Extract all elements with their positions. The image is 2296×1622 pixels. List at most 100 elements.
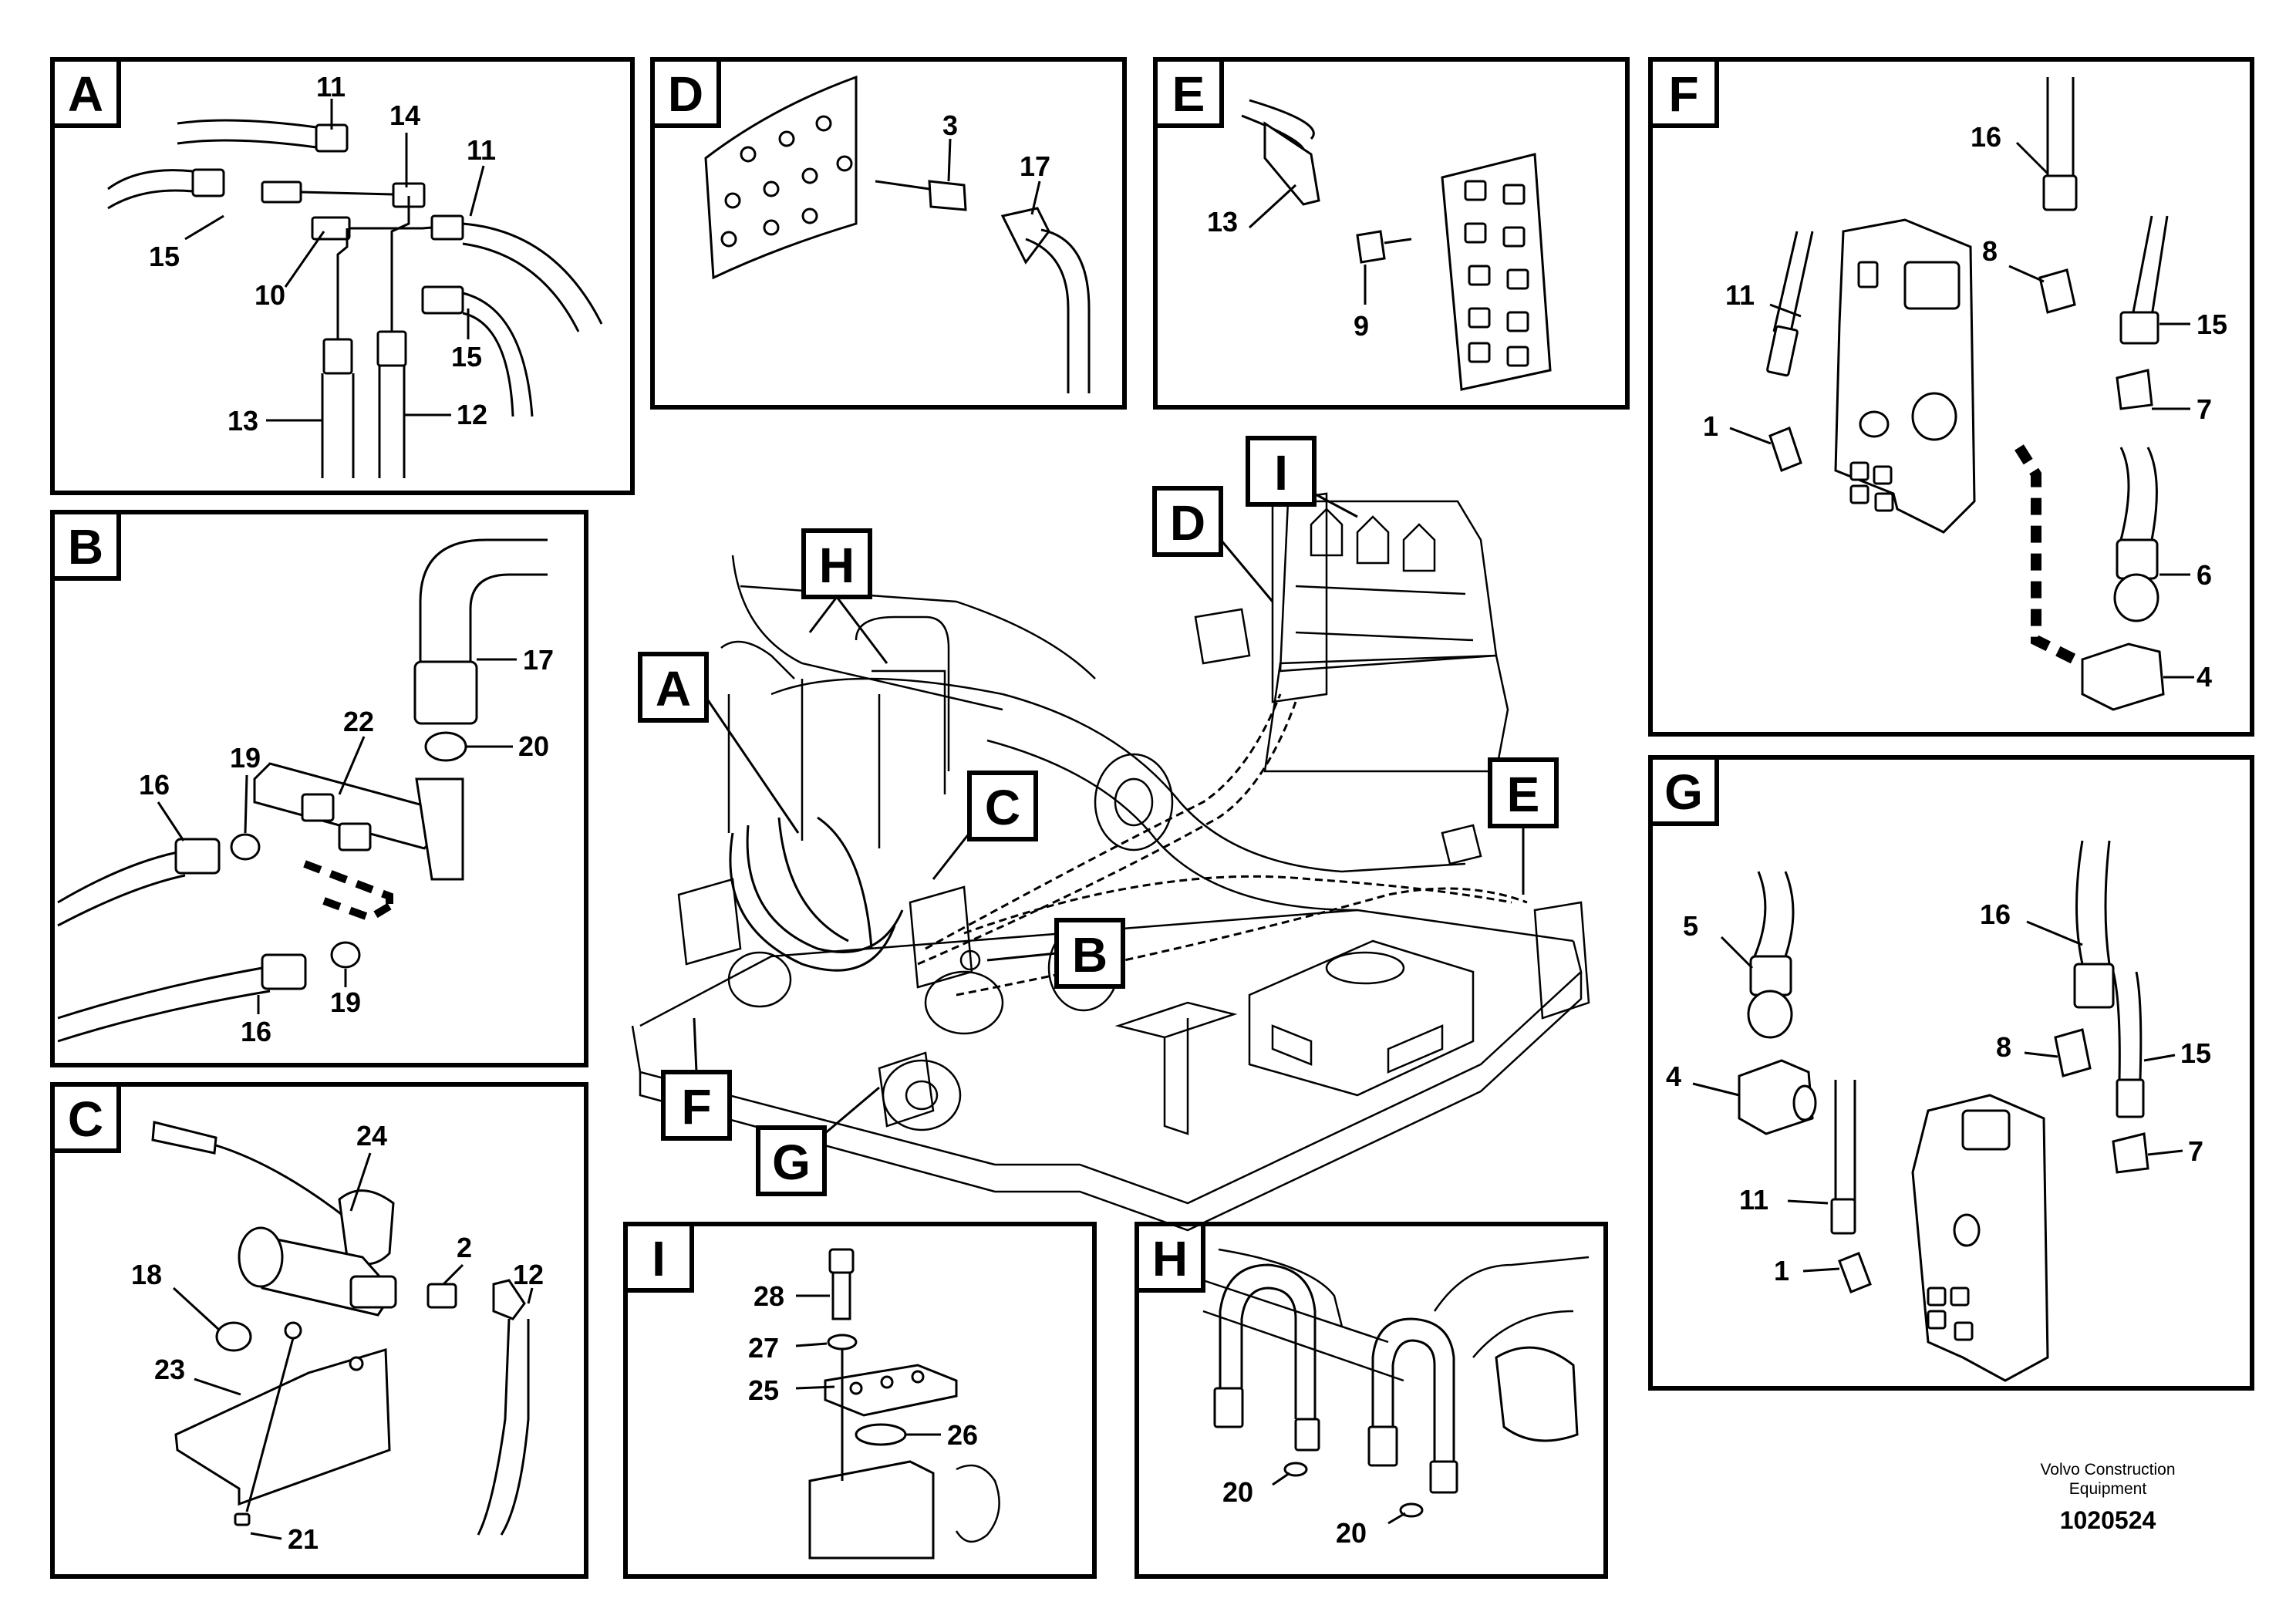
callout-f-8: 8 xyxy=(1982,235,1998,267)
callout-c-21: 21 xyxy=(288,1523,319,1555)
panel-d: D 3 17 xyxy=(650,57,1127,410)
callout-f-11: 11 xyxy=(1725,279,1755,311)
panel-c-callouts: 24 2 12 18 23 21 xyxy=(131,1120,544,1555)
panel-h-tag: H xyxy=(1152,1231,1188,1286)
panel-g-tag: G xyxy=(1664,764,1703,820)
panel-a-tag-box xyxy=(50,57,121,128)
callout-c-18: 18 xyxy=(131,1259,162,1290)
overview-tag-d: D xyxy=(1170,495,1205,551)
callout-b-19-top: 19 xyxy=(230,742,261,774)
callout-b-17: 17 xyxy=(523,644,554,676)
overview-tag-c: C xyxy=(985,780,1020,835)
panel-e: E 13 9 xyxy=(1153,57,1630,410)
panel-c-tag: C xyxy=(68,1091,103,1147)
panel-f-tag: F xyxy=(1668,66,1698,122)
callout-i-25: 25 xyxy=(748,1374,779,1406)
panel-a: A xyxy=(50,57,635,495)
callout-b-16-top: 16 xyxy=(139,769,170,801)
panel-h-artwork xyxy=(1202,1248,1590,1518)
panel-g-artwork xyxy=(1738,840,2149,1382)
panel-d-tag: D xyxy=(668,66,703,122)
callout-g-8: 8 xyxy=(1996,1031,2011,1063)
callout-g-7: 7 xyxy=(2188,1135,2203,1167)
panel-b-artwork xyxy=(57,538,548,1043)
overview-machine: H I D A C B E F G xyxy=(631,436,1590,1232)
footer: Volvo Construction Equipment 1020524 xyxy=(2040,1461,2175,1534)
callout-b-19-bottom: 19 xyxy=(330,986,361,1018)
callout-a-15-left: 15 xyxy=(149,241,180,272)
panel-i-tag: I xyxy=(652,1231,666,1286)
panel-e-callouts: 13 9 xyxy=(1207,184,1369,342)
callout-g-15: 15 xyxy=(2180,1037,2211,1069)
callout-a-10: 10 xyxy=(255,279,285,311)
panel-h: H 20 20 xyxy=(1135,1222,1608,1579)
overview-tags: H I D A C B E F G xyxy=(638,436,1559,1196)
callout-c-12: 12 xyxy=(513,1259,544,1290)
callout-i-28: 28 xyxy=(754,1280,784,1312)
panel-i: I 28 27 25 26 xyxy=(623,1222,1097,1579)
callout-a-11-right: 11 xyxy=(467,134,496,166)
callout-g-16: 16 xyxy=(1980,899,2011,930)
callout-c-24: 24 xyxy=(356,1120,387,1152)
panel-f-callouts: 16 8 11 15 1 7 6 4 xyxy=(1703,121,2227,693)
panel-i-callouts: 28 27 25 26 xyxy=(748,1280,978,1451)
callout-i-26: 26 xyxy=(947,1419,978,1451)
callout-g-5: 5 xyxy=(1683,910,1698,942)
callout-a-12: 12 xyxy=(457,399,487,430)
callout-h-20-right: 20 xyxy=(1336,1517,1367,1549)
callout-a-13: 13 xyxy=(228,405,258,437)
callout-i-27: 27 xyxy=(748,1332,779,1364)
panel-b-tag: B xyxy=(68,519,103,575)
panel-d-callouts: 3 17 xyxy=(942,110,1050,215)
callout-a-11-top: 11 xyxy=(316,71,346,103)
brand-line-2: Equipment xyxy=(2069,1480,2147,1498)
callout-f-6: 6 xyxy=(2197,559,2212,591)
panel-c-artwork xyxy=(151,1121,530,1536)
overview-tag-g: G xyxy=(772,1135,811,1190)
panel-a-callouts: 11 14 11 15 10 15 13 12 xyxy=(149,71,496,437)
callout-e-13: 13 xyxy=(1207,206,1238,238)
callout-a-15-right: 15 xyxy=(451,341,482,373)
callout-c-23: 23 xyxy=(154,1354,185,1385)
panel-e-tag: E xyxy=(1172,66,1205,122)
panel-g: G 5 xyxy=(1648,755,2254,1391)
panel-b: B 17 22 20 xyxy=(50,510,588,1067)
callout-e-9: 9 xyxy=(1354,310,1369,342)
overview-tag-a: A xyxy=(656,661,691,717)
panel-a-artwork xyxy=(107,119,603,478)
callout-f-1: 1 xyxy=(1703,410,1718,442)
callout-f-15: 15 xyxy=(2197,309,2227,340)
panel-i-artwork xyxy=(808,1248,1000,1560)
panel-e-artwork xyxy=(1241,99,1552,391)
brand-line-1: Volvo Construction xyxy=(2040,1461,2175,1479)
panel-d-artwork xyxy=(704,75,1091,393)
callout-g-1: 1 xyxy=(1774,1255,1789,1286)
callout-h-20-left: 20 xyxy=(1222,1476,1253,1508)
callout-g-4: 4 xyxy=(1666,1061,1681,1092)
figure-code: 1020524 xyxy=(2060,1506,2156,1534)
overview-tag-h: H xyxy=(819,538,855,593)
callout-b-16-bottom: 16 xyxy=(241,1016,271,1047)
panel-a-tag: A xyxy=(68,66,103,122)
panel-f-artwork xyxy=(1766,77,2169,711)
panel-c: C 24 2 12 18 xyxy=(50,1082,588,1579)
callout-b-20: 20 xyxy=(518,730,549,762)
overview-tag-f: F xyxy=(681,1079,711,1135)
panel-g-callouts: 5 16 8 15 4 7 11 1 xyxy=(1666,899,2211,1286)
overview-tag-b: B xyxy=(1072,927,1108,983)
callout-f-7: 7 xyxy=(2197,393,2212,425)
overview-tag-e: E xyxy=(1507,767,1540,822)
callout-f-4: 4 xyxy=(2197,661,2212,693)
callout-d-3: 3 xyxy=(942,110,958,141)
panel-h-callouts: 20 20 xyxy=(1222,1472,1406,1549)
callout-a-14: 14 xyxy=(389,99,420,131)
panel-b-callouts: 17 22 20 16 19 19 16 xyxy=(139,644,554,1047)
callout-c-2: 2 xyxy=(457,1232,472,1263)
overview-artwork xyxy=(631,492,1590,1232)
overview-tag-i: I xyxy=(1274,445,1288,501)
callout-g-11: 11 xyxy=(1739,1184,1768,1216)
panel-f: F xyxy=(1648,57,2254,737)
callout-f-16: 16 xyxy=(1971,121,2001,153)
callout-d-17: 17 xyxy=(1020,150,1050,182)
